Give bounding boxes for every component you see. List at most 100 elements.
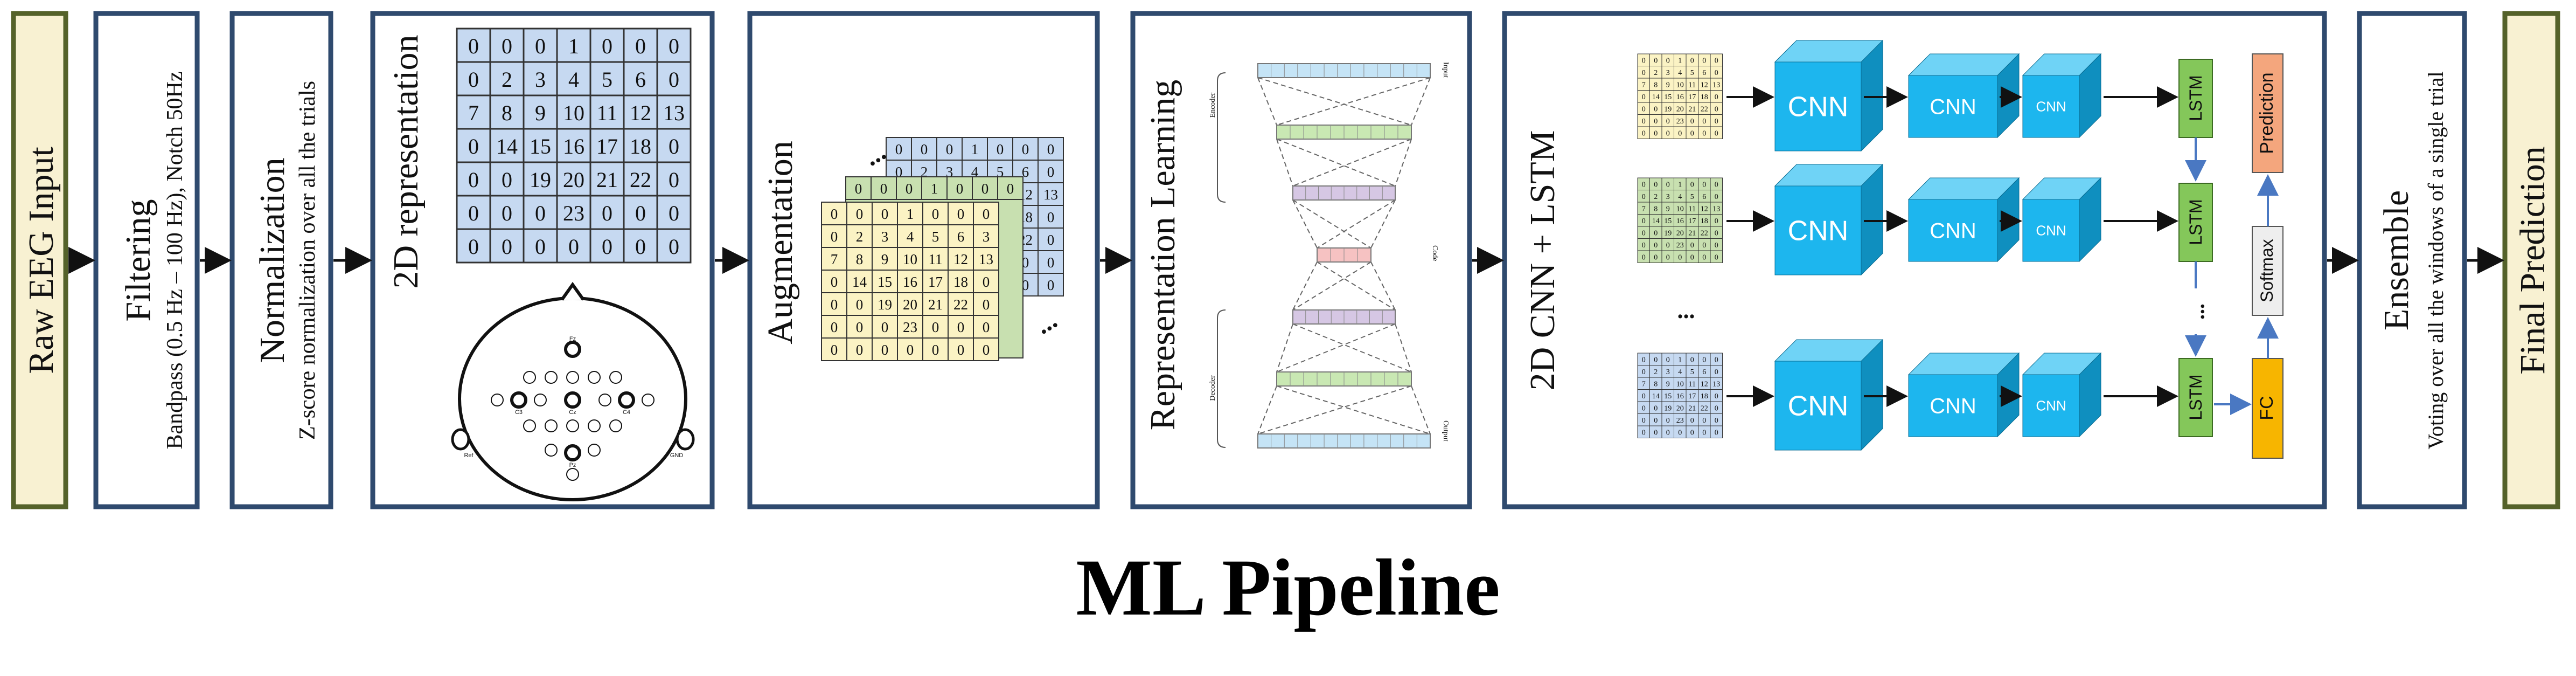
cnn-input-1-value: 0 <box>1702 181 1706 189</box>
aug-back-value: 4 <box>971 164 979 180</box>
cnn-input-0-value: 0 <box>1666 118 1670 126</box>
cnn-input-2-value: 10 <box>1676 381 1684 389</box>
grid2d-cell <box>523 228 558 264</box>
filtering-box <box>93 11 200 509</box>
ae-connection <box>1276 77 1431 126</box>
aug-front-value: 0 <box>907 342 914 358</box>
cnn-input-0-value: 18 <box>1701 93 1708 101</box>
ae-label-encoder: Encoder <box>1209 92 1217 118</box>
electrode-label-fz: Fz <box>569 336 576 342</box>
aug-mid-value: 1 <box>931 181 938 197</box>
cnn-block-label: CNN <box>1788 216 1849 247</box>
cnn-input-1-value: 0 <box>1690 181 1694 189</box>
aug-front-value: 7 <box>831 251 838 267</box>
aug-mid-value: 0 <box>855 181 862 197</box>
grid2d-value: 0 <box>535 234 546 259</box>
ae-label-input: Input <box>1442 62 1450 78</box>
grid2d-value: 0 <box>468 134 479 158</box>
grid2d-cell <box>456 27 491 63</box>
ae-connection <box>1257 385 1277 434</box>
cnn-input-2-value: 0 <box>1666 356 1670 364</box>
cnn-block-front <box>1774 185 1862 275</box>
right-ear <box>676 428 695 451</box>
grid2d-value: 1 <box>568 34 579 58</box>
aug-back-cell <box>911 137 937 161</box>
cnn-input-0-value: 11 <box>1689 81 1696 89</box>
raw-input-label: Raw EEG Input <box>22 147 61 374</box>
aug-back-value: 0 <box>997 141 1004 157</box>
cnn-input-1-cell <box>1710 250 1723 263</box>
cnn-input-2-value: 0 <box>1666 417 1670 425</box>
aug-front-value: 0 <box>957 342 965 358</box>
cnn-input-2-value: 15 <box>1664 392 1672 401</box>
cnn-input-1-value: 0 <box>1654 242 1658 250</box>
normalization-title: Normalization <box>253 157 292 363</box>
grid2d-value: 18 <box>630 134 651 158</box>
cnn-input-2-value: 19 <box>1664 405 1672 413</box>
aug-front-cell <box>973 270 999 293</box>
aug-front-value: 19 <box>878 296 892 313</box>
grid2d-value: 0 <box>502 234 512 259</box>
raw-input-box <box>11 11 68 509</box>
cnn-input-0-value: 0 <box>1666 130 1670 138</box>
normalization-subtitle: Z-score normalization over all the trial… <box>295 81 320 440</box>
grid2d-value: 0 <box>468 201 479 225</box>
row-ellipsis: ... <box>1677 297 1695 323</box>
cnn-lstm-title: 2D CNN + LSTM <box>1523 130 1562 391</box>
normalization-box <box>229 11 333 509</box>
cnn-input-1-value: 0 <box>1654 230 1658 238</box>
cnn-input-1-value: 3 <box>1666 193 1670 201</box>
cnn-block-front <box>1774 61 1862 151</box>
aug-back-value: 0 <box>1022 141 1029 157</box>
aug-back-value: 0 <box>895 164 903 180</box>
cnn-input-2-value: 0 <box>1642 429 1646 437</box>
cnn-input-1-value: 2 <box>1654 193 1658 201</box>
cnn-input-1-value: 0 <box>1715 217 1718 225</box>
cnn-input-2-value: 23 <box>1676 417 1684 425</box>
cnn-input-2-value: 0 <box>1715 405 1718 413</box>
cnn-input-1-value: 0 <box>1715 254 1718 262</box>
aug-front-value: 0 <box>831 229 838 245</box>
cnn-input-0-value: 0 <box>1654 106 1658 114</box>
cnn-input-0-value: 0 <box>1690 57 1694 65</box>
electrode-c3 <box>510 391 527 409</box>
cnn-input-2-value: 9 <box>1666 381 1670 389</box>
aug-back-cell <box>962 137 988 161</box>
cnn-input-0-value: 7 <box>1642 81 1646 89</box>
cnn-input-2-value: 5 <box>1690 368 1694 376</box>
aug-front-value: 0 <box>831 206 838 222</box>
electrode-16 <box>566 419 579 432</box>
aug-front-value: 8 <box>856 251 864 267</box>
grid2d-value: 17 <box>596 134 618 158</box>
cnn-input-0-value: 19 <box>1664 106 1672 114</box>
aug-front-value: 0 <box>856 206 864 222</box>
softmax-block-label: Softmax <box>2257 239 2276 302</box>
aug-back-value: 0 <box>1047 277 1055 293</box>
aug-front-cell <box>922 247 949 271</box>
cnn-input-2-value: 12 <box>1701 381 1708 389</box>
ae-connection <box>1395 323 1412 373</box>
grid2d-value: 0 <box>669 34 679 58</box>
aug-front-value: 0 <box>881 206 889 222</box>
cnn-input-2-value: 18 <box>1701 392 1708 401</box>
cnn-input-1-value: 0 <box>1666 242 1670 250</box>
aug-front-value: 0 <box>831 296 838 313</box>
grid2d-value: 0 <box>669 67 679 92</box>
grid2d-value: 10 <box>563 101 584 125</box>
augmentation-title: Augmentation <box>761 141 800 344</box>
grid2d-value: 0 <box>468 34 479 58</box>
aug-back-value: 0 <box>946 141 953 157</box>
cnn-input-2-value: 0 <box>1678 429 1682 437</box>
aug-front-cell <box>973 337 999 361</box>
cnn-input-0-value: 0 <box>1642 118 1646 126</box>
grid2d-cell <box>623 228 658 264</box>
aug-front-value: 0 <box>983 319 990 335</box>
grid2d-cell <box>523 128 558 163</box>
grid2d-value: 0 <box>635 234 646 259</box>
aug-back-value: 1 <box>971 141 979 157</box>
grid2d-value: 0 <box>535 34 546 58</box>
cnn-input-0-value: 8 <box>1654 81 1658 89</box>
aug-mid-value: 0 <box>981 181 989 197</box>
aug-front-value: 5 <box>932 229 939 245</box>
cnn-block-front <box>2022 75 2080 138</box>
